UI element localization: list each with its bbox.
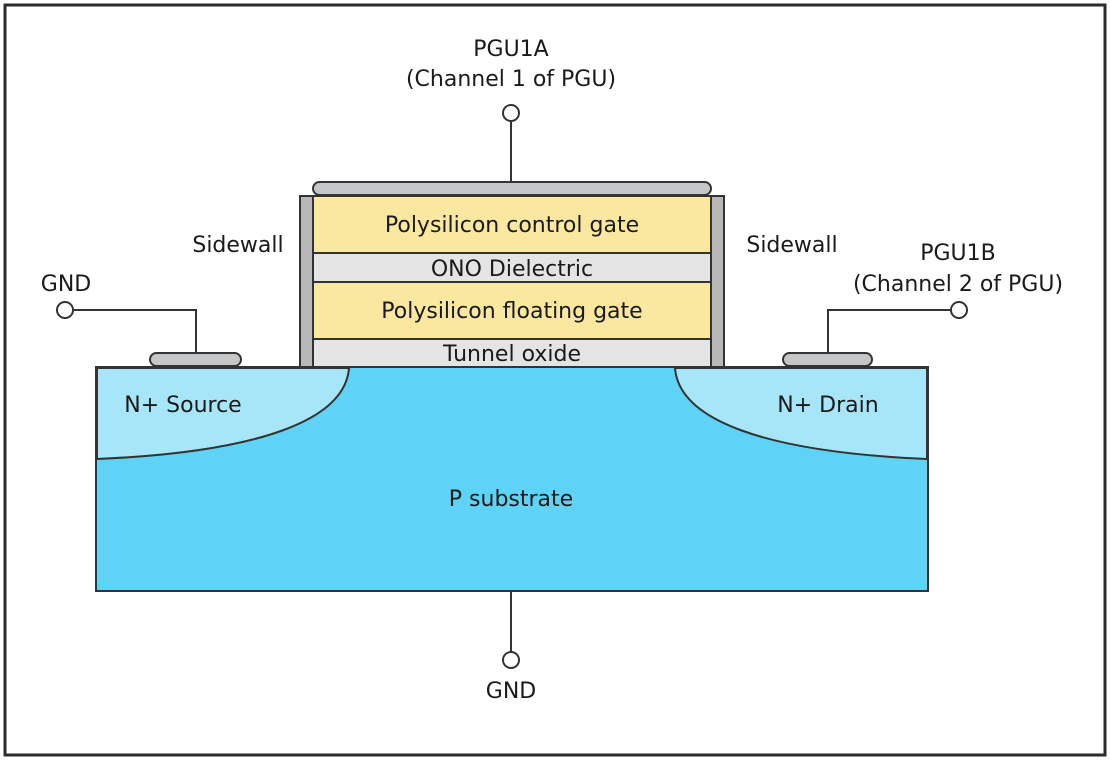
source-wire: [73, 309, 197, 353]
top-terminal-name: PGU1A: [473, 37, 548, 62]
drain-terminal-node: [950, 301, 968, 319]
drain-terminal-desc: (Channel 2 of PGU): [853, 272, 1063, 297]
substrate-label: P substrate: [449, 487, 573, 512]
tunnel-oxide-layer: [312, 338, 712, 368]
gate-contact: [312, 181, 712, 196]
drain-contact: [782, 352, 873, 367]
right-sidewall: [710, 195, 725, 368]
tunnel-oxide-label: Tunnel oxide: [442, 342, 581, 367]
n-drain-region: [673, 367, 928, 461]
floating-gate-label: Polysilicon floating gate: [381, 299, 642, 324]
drain-wire: [827, 309, 951, 353]
left-sidewall: [299, 195, 314, 368]
drain-region-label: N+ Drain: [777, 393, 878, 418]
substrate-terminal-node: [502, 651, 520, 669]
source-contact: [149, 352, 242, 367]
control-gate-layer: [312, 195, 712, 254]
source-region-label: N+ Source: [124, 393, 241, 418]
floating-gate-layer: [312, 281, 712, 340]
substrate-terminal-label: GND: [486, 679, 536, 704]
source-terminal-node: [56, 301, 74, 319]
top-terminal-desc: (Channel 1 of PGU): [406, 67, 616, 92]
source-terminal-label: GND: [41, 272, 91, 297]
control-gate-label: Polysilicon control gate: [385, 213, 639, 238]
ono-dielectric-label: ONO Dielectric: [431, 257, 593, 282]
drain-terminal-name: PGU1B: [920, 241, 996, 266]
n-source-region: [96, 367, 351, 461]
left-sidewall-label: Sidewall: [192, 233, 283, 258]
right-sidewall-label: Sidewall: [746, 233, 837, 258]
gate-terminal-node: [502, 104, 520, 122]
